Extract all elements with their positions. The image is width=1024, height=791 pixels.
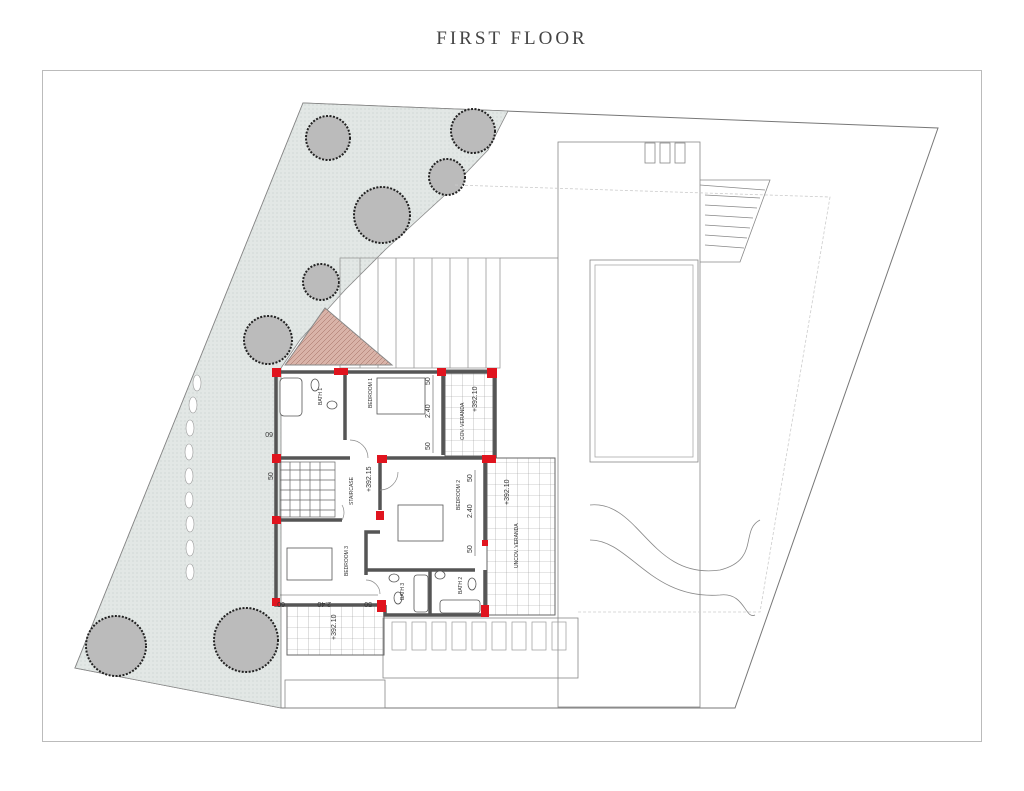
tree [243,315,293,365]
room-label-bath2: BATH 2 [458,577,464,594]
bottom-planters [391,621,567,651]
dim-left-a: 60 [265,430,273,437]
level-veranda-right: +392.10 [504,479,511,505]
bathtub [439,599,481,614]
dim-bed1-c: 50 [425,442,432,450]
toilet [310,378,320,392]
structural-columns [272,368,497,617]
veranda-bottom [286,604,385,656]
level-staircase: +392.15 [366,466,373,492]
doors [341,439,399,595]
furniture [279,377,481,614]
room-label-veranda: COV. VERANDA [460,402,466,440]
sink [326,400,338,410]
tree [302,263,340,301]
room-label-bath1: BATH 1 [318,388,324,405]
bathtub [279,377,303,417]
trees [85,108,496,677]
pergola [339,257,501,369]
sink [388,573,400,583]
room-label-bath3: BATH 3 [400,583,406,600]
tree [213,607,279,673]
dim-bed2-a: 50 [467,474,474,482]
dim-bed1-b: 2.40 [425,404,432,418]
tree [85,615,147,677]
dim-left-b: 50 [268,472,275,480]
site-lines [284,141,831,709]
room-label-uncov-veranda: UNCOV. VERANDA [514,523,520,568]
uncovered-veranda [486,457,556,616]
room-label-bedroom2: BEDROOM 2 [456,480,462,510]
level-veranda-bottom: +392.10 [331,614,338,640]
toilet [393,591,403,605]
bed [376,377,426,415]
dim-bed3-c: 50 [364,600,372,607]
bed [397,504,444,542]
stepping-stones [184,374,202,581]
room-label-bedroom1: BEDROOM 1 [368,378,374,408]
room-label-staircase: STAIRCASE [349,476,355,505]
dim-bed2-c: 50 [467,545,474,553]
tree [428,158,466,196]
toilet [467,577,477,591]
page-title: FIRST FLOOR [436,28,588,49]
bathtub [413,574,429,613]
dim-bed3-a: 60 [277,600,285,607]
tree [353,186,411,244]
dim-bed3-b: 2.40 [317,600,331,607]
drawing-frame [42,70,982,742]
staircase-steps [279,461,336,518]
room-label-bedroom3: BEDROOM 3 [344,546,350,576]
bed [286,547,333,581]
dim-bed1-a: 50 [425,377,432,385]
dim-bed2-b: 2.40 [467,504,474,518]
dimension-lines [280,375,476,596]
tree [305,115,351,161]
veranda-top [444,369,494,457]
garden-area [74,102,509,709]
tree [450,108,496,154]
sink [434,570,446,580]
level-veranda-top: +392.10 [472,386,479,412]
house-walls [274,370,497,617]
roof-tiles [284,307,394,366]
